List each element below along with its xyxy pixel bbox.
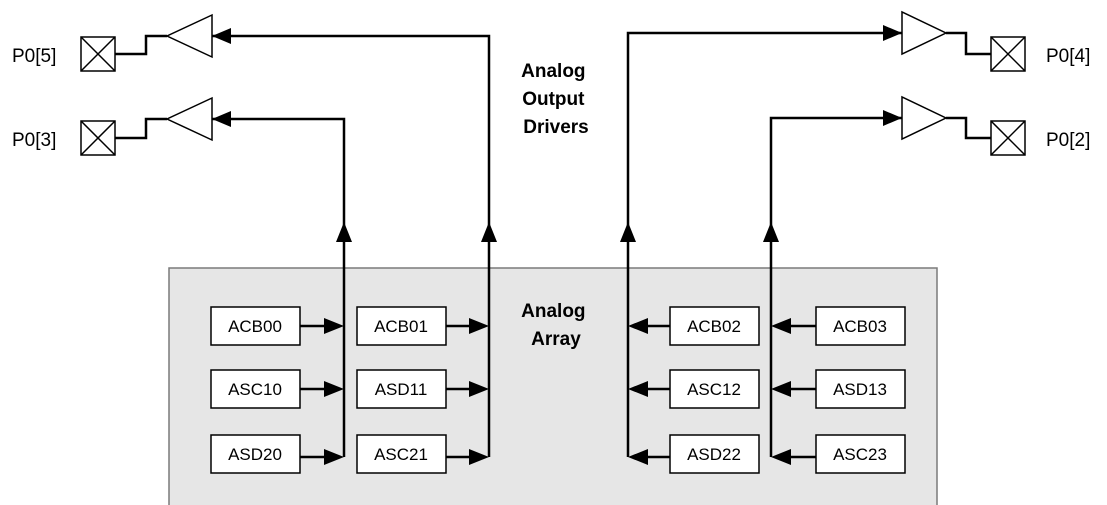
analog-array-title-line-1: Analog — [521, 301, 585, 322]
block-acb01: ACB01 — [356, 306, 447, 346]
bus-p03-up-arrow-icon — [336, 222, 352, 242]
bus-p02-up-arrow-icon — [763, 222, 779, 242]
pin-label-p02: P0[2] — [1046, 130, 1090, 151]
analog-array-title: Analog Array — [521, 301, 591, 350]
analog-array-title-line-2: Array — [531, 329, 581, 350]
pin-pad-p05-icon — [80, 36, 116, 72]
conn-asd13-arrow-icon — [771, 381, 791, 397]
block-asc10: ASC10 — [210, 369, 301, 409]
bus-p05-up-arrow-icon — [481, 222, 497, 242]
block-acb03: ACB03 — [815, 306, 906, 346]
bus-p02 — [769, 116, 902, 457]
pin-label-p03: P0[3] — [12, 130, 56, 151]
bus-p04 — [626, 31, 902, 457]
block-asd13-label: ASD13 — [833, 380, 887, 399]
pin-wire-p02 — [946, 116, 991, 140]
block-asd20: ASD20 — [210, 434, 301, 474]
output-drivers-title-line-3: Drivers — [523, 117, 589, 138]
driver-buffer-p02-icon — [901, 95, 948, 141]
output-drivers-title-line-1: Analog — [521, 61, 585, 82]
pin-pad-p02-icon — [990, 120, 1026, 156]
pin-label-p05: P0[5] — [12, 46, 56, 67]
block-asc12: ASC12 — [669, 369, 760, 409]
block-acb01-label: ACB01 — [374, 317, 428, 336]
block-acb02: ACB02 — [669, 306, 760, 346]
block-asd11-label: ASD11 — [375, 380, 428, 399]
conn-acb02-arrow-icon — [628, 318, 648, 334]
driver-buffer-p04-icon — [901, 10, 948, 56]
block-asd13: ASD13 — [815, 369, 906, 409]
conn-asc23-arrow-icon — [771, 449, 791, 465]
bus-p04-up-arrow-icon — [620, 222, 636, 242]
block-acb00: ACB00 — [210, 306, 301, 346]
conn-acb03-arrow-icon — [771, 318, 791, 334]
block-acb03-label: ACB03 — [833, 317, 887, 336]
block-asd22-label: ASD22 — [687, 445, 741, 464]
conn-asd20-arrow-icon — [324, 449, 344, 465]
bus-p03-arrow-icon — [212, 111, 231, 127]
block-asc21-label: ASC21 — [374, 445, 428, 464]
pin-wire-p04 — [946, 31, 991, 56]
conn-asd11-arrow-icon — [469, 381, 489, 397]
driver-buffer-p03-icon — [165, 96, 213, 142]
driver-buffer-p05-icon — [165, 13, 213, 59]
pin-label-p04: P0[4] — [1046, 46, 1090, 67]
block-acb00-label: ACB00 — [228, 317, 282, 336]
pin-pad-p04-icon — [990, 36, 1026, 72]
block-asd20-label: ASD20 — [228, 445, 282, 464]
block-asd22: ASD22 — [669, 434, 760, 474]
block-acb02-label: ACB02 — [687, 317, 741, 336]
pin-pad-p03-icon — [80, 120, 116, 156]
conn-acb01-arrow-icon — [469, 318, 489, 334]
pin-wire-p05 — [115, 34, 167, 56]
block-asd11: ASD11 — [356, 369, 447, 409]
bus-p05 — [212, 34, 491, 457]
output-drivers-title: Analog Output Drivers — [521, 61, 591, 138]
block-asc10-label: ASC10 — [228, 380, 282, 399]
conn-acb00-arrow-icon — [324, 318, 344, 334]
pin-wire-p03 — [115, 117, 167, 140]
conn-asd22-arrow-icon — [628, 449, 648, 465]
bus-p03 — [212, 117, 346, 457]
bus-p02-arrow-icon — [883, 110, 902, 126]
block-asc12-label: ASC12 — [687, 380, 741, 399]
bus-p04-arrow-icon — [883, 25, 902, 41]
output-drivers-title-line-2: Output — [522, 89, 585, 110]
block-asc23-label: ASC23 — [833, 445, 887, 464]
bus-p05-arrow-icon — [212, 28, 231, 44]
conn-asc10-arrow-icon — [324, 381, 344, 397]
block-asc21: ASC21 — [356, 434, 447, 474]
block-asc23: ASC23 — [815, 434, 906, 474]
conn-asc12-arrow-icon — [628, 381, 648, 397]
conn-asc21-arrow-icon — [469, 449, 489, 465]
